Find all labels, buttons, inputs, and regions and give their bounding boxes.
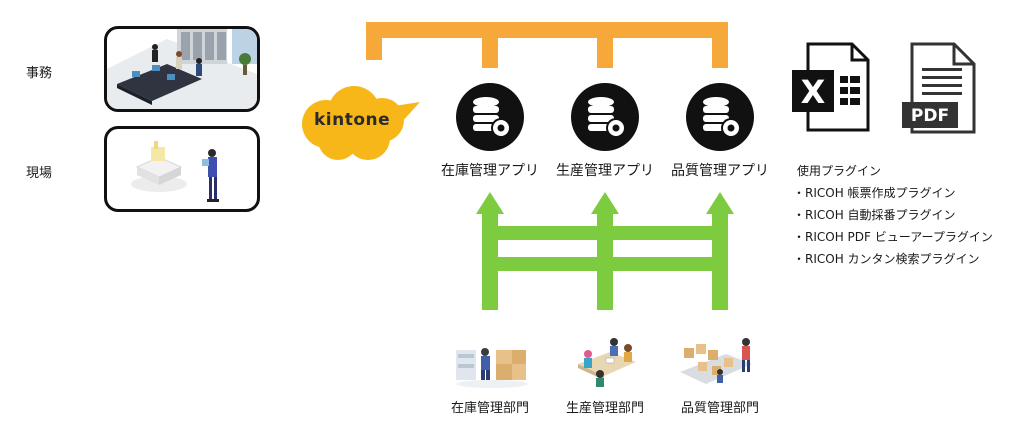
quality-dept-illustration <box>680 338 752 384</box>
database-gear-icon <box>686 83 754 151</box>
pdf-file-icon: PDF <box>902 42 976 134</box>
plugin-item: ・RICOH 自動採番プラグイン <box>793 208 956 222</box>
plugin-item: ・RICOH カンタン検索プラグイン <box>793 252 980 266</box>
orange-connector <box>366 22 728 68</box>
production-dept-illustration <box>578 338 636 387</box>
app-icon-production <box>570 82 640 152</box>
kintone-cloud-icon <box>302 86 420 160</box>
office-scene-image <box>107 29 257 109</box>
green-connector <box>476 192 734 310</box>
database-gear-icon <box>571 83 639 151</box>
database-gear-icon <box>456 83 524 151</box>
excel-file-icon: X <box>792 42 870 132</box>
inventory-dept-illustration <box>456 348 528 388</box>
plugin-item: ・RICOH PDF ビューアープラグイン <box>793 230 993 244</box>
plugin-item: ・RICOH 帳票作成プラグイン <box>793 186 956 200</box>
office-illustration <box>104 26 260 112</box>
dept-label-inventory: 在庫管理部門 <box>450 401 529 416</box>
app-label-production: 生産管理アプリ <box>556 163 654 179</box>
dept-label-quality: 品質管理部門 <box>680 401 759 416</box>
field-illustration <box>104 126 260 212</box>
kintone-logo-text: kintone <box>314 110 391 130</box>
app-icon-quality <box>685 82 755 152</box>
plugins-title: 使用プラグイン <box>797 164 882 178</box>
app-label-inventory: 在庫管理アプリ <box>441 163 539 179</box>
field-label: 現場 <box>26 166 53 181</box>
excel-letter: X <box>801 73 826 111</box>
app-icon-inventory <box>455 82 525 152</box>
field-scene-image <box>131 141 219 202</box>
office-label: 事務 <box>26 66 53 81</box>
app-label-quality: 品質管理アプリ <box>671 163 769 179</box>
pdf-label: PDF <box>911 106 949 126</box>
dept-label-production: 生産管理部門 <box>565 401 644 416</box>
